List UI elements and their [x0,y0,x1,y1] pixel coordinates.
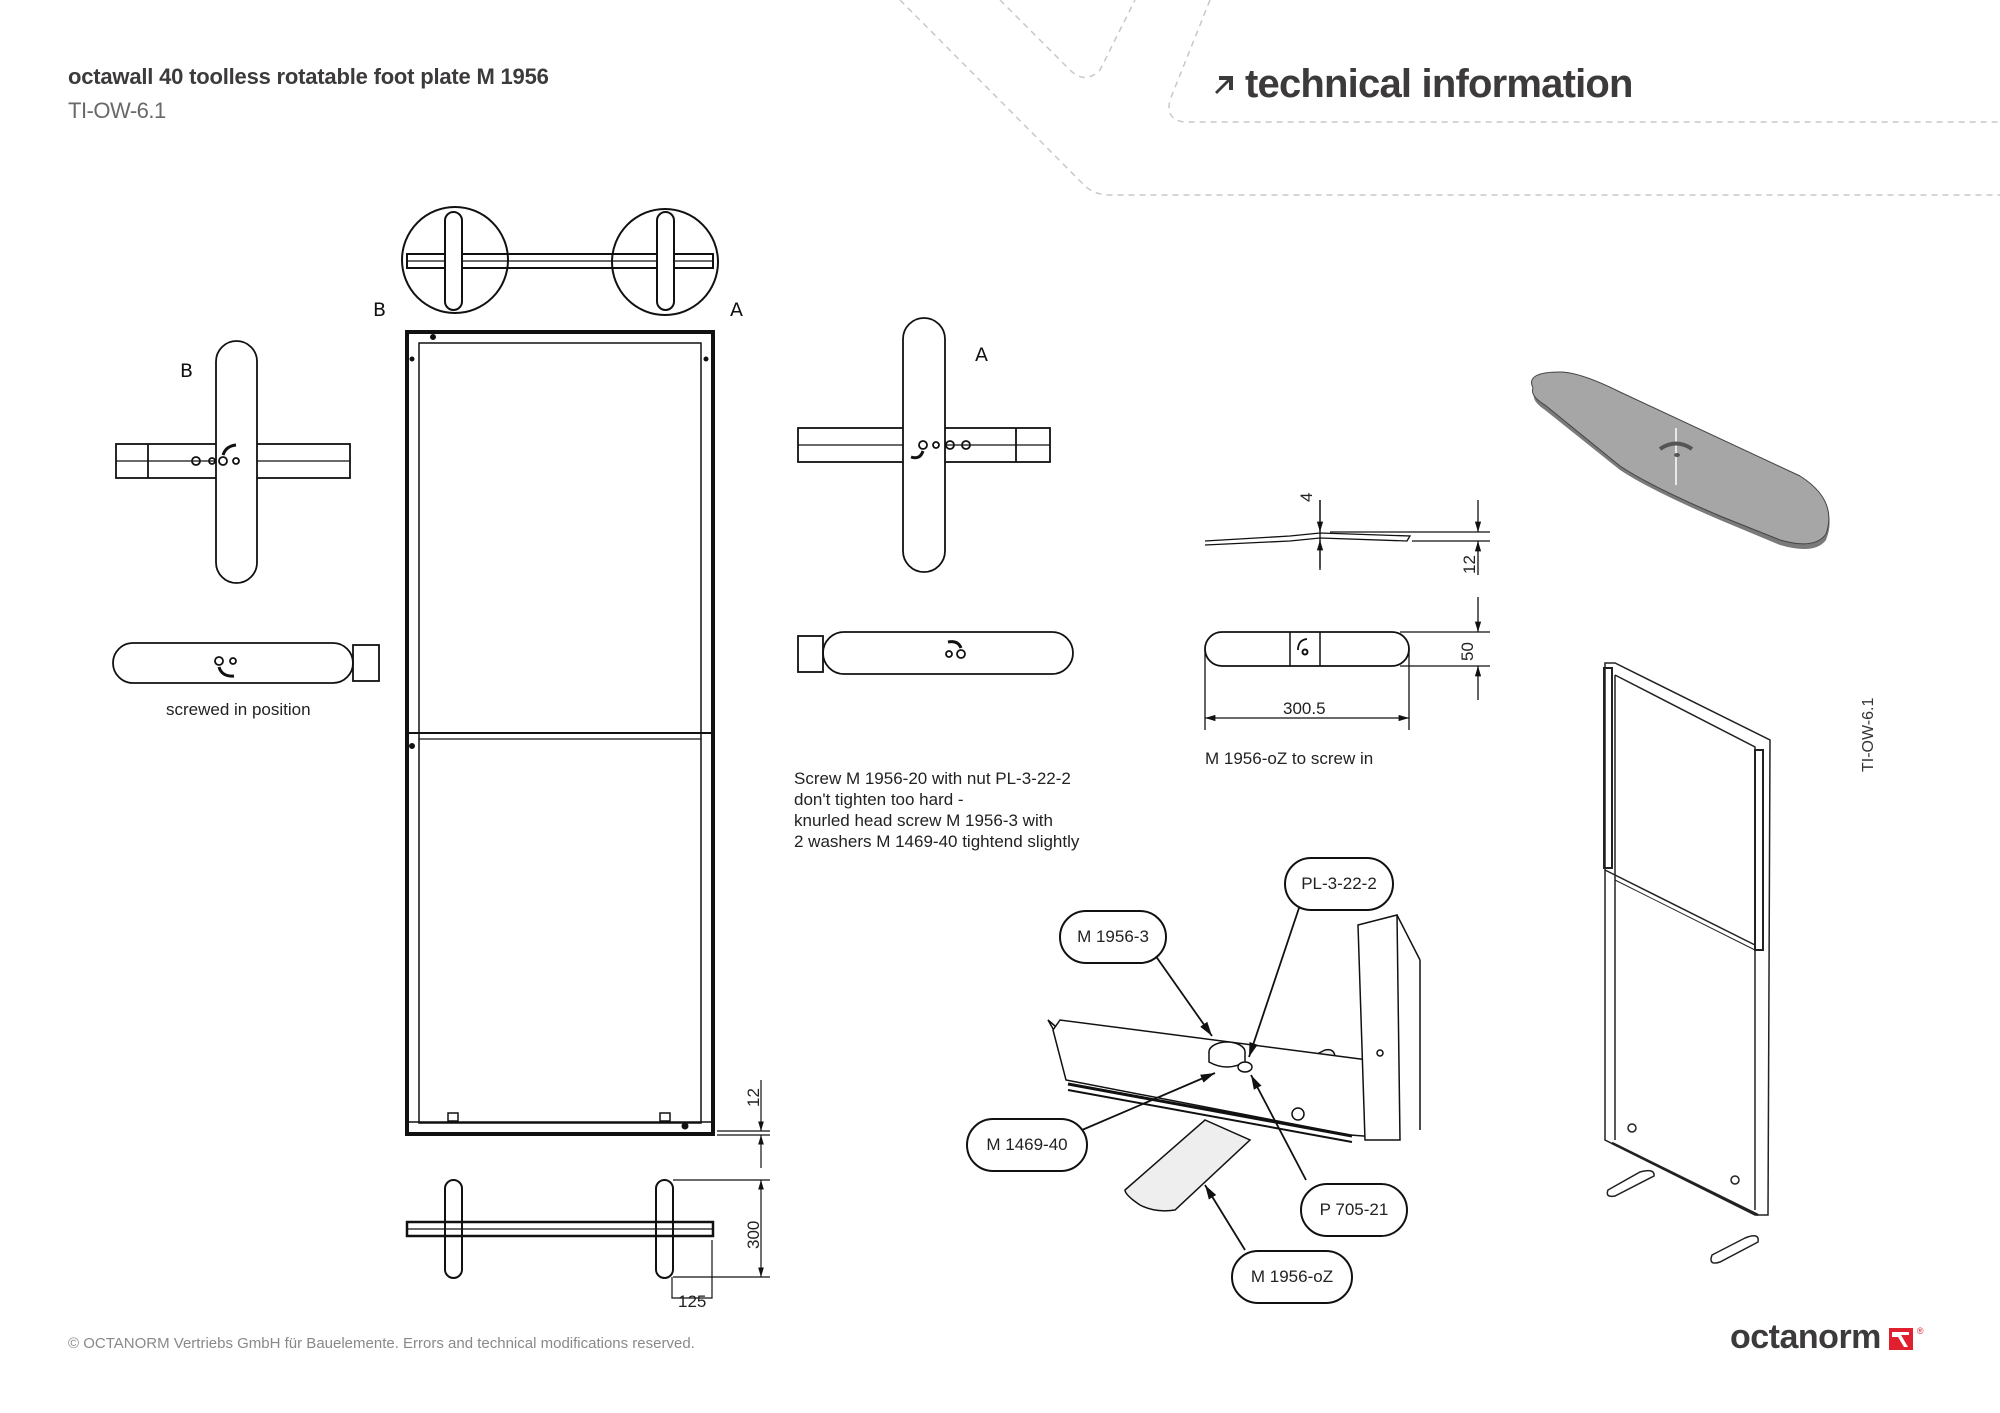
foot-plate-3d-render [1531,371,1830,549]
assembly-note-line: 2 washers M 1469-40 tightend slightly [794,832,1080,851]
detail-a-drawing [797,317,1074,675]
side-document-code: TI-OW-6.1 [1860,697,1877,772]
dimension-width: 50 [1458,642,1477,661]
callout-washer: M 1469-40 [966,1118,1088,1172]
frame-dimension-lines [671,1080,770,1299]
callout-nut: PL-3-22-2 [1284,857,1394,911]
callout-foot-plate: M 1956-oZ [1231,1250,1353,1304]
assembly-note-line: Screw M 1956-20 with nut PL-3-22-2 [794,769,1071,788]
footer-copyright: © OCTANORM Vertriebs GmbH für Bauelement… [68,1335,695,1352]
callout-leader-lines [1081,904,1307,1251]
document-code: TI-OW-6.1 [68,98,166,123]
detail-b-drawing [112,340,380,684]
callout-knurled-screw: M 1956-3 [1059,910,1167,964]
octanorm-brand-mark-icon [1888,1327,1913,1350]
assembly-note-line: don't tighten too hard - [794,790,964,809]
top-view-label-b: B [373,299,387,321]
top-view-label-a: A [730,299,743,321]
plate-caption: M 1956-oZ to screw in [1205,749,1374,768]
dimension-foot-length: 300 [744,1220,763,1249]
dimension-foot-offset: 125 [678,1292,707,1311]
dimension-ground-clearance: 12 [744,1088,763,1107]
plate-dimension-drawing [1204,500,1490,730]
document-title: octawall 40 toolless rotatable foot plat… [68,64,549,89]
assembly-note: Screw M 1956-20 with nut PL-3-22-2 don't… [794,768,1079,852]
section-title: technical information [1213,62,1634,107]
detail-b-label: B [180,360,194,382]
front-elevation-frame [405,330,715,1136]
octanorm-logo: octanorm ® [1730,1318,1924,1357]
panel-isometric [1603,662,1771,1264]
arrow-up-right-icon [1215,75,1233,94]
plan-view-feet [405,1179,715,1279]
top-view-frame [401,206,719,316]
dimension-thickness: 4 [1297,492,1316,502]
assembly-note-line: knurled head screw M 1956-3 with [794,811,1053,830]
callout-profile: P 705-21 [1300,1183,1408,1237]
detail-a-label: A [975,344,988,366]
registered-mark: ® [1916,1325,1924,1336]
section-title-text: technical information [1245,62,1634,106]
assembly-isometric-detail [1047,914,1421,1212]
dimension-rise: 12 [1460,555,1479,574]
brand-name: octanorm [1730,1318,1881,1356]
dimension-length: 300.5 [1283,699,1326,718]
decorative-dashed-outline [899,0,2000,196]
detail-b-caption: screwed in position [166,700,311,719]
